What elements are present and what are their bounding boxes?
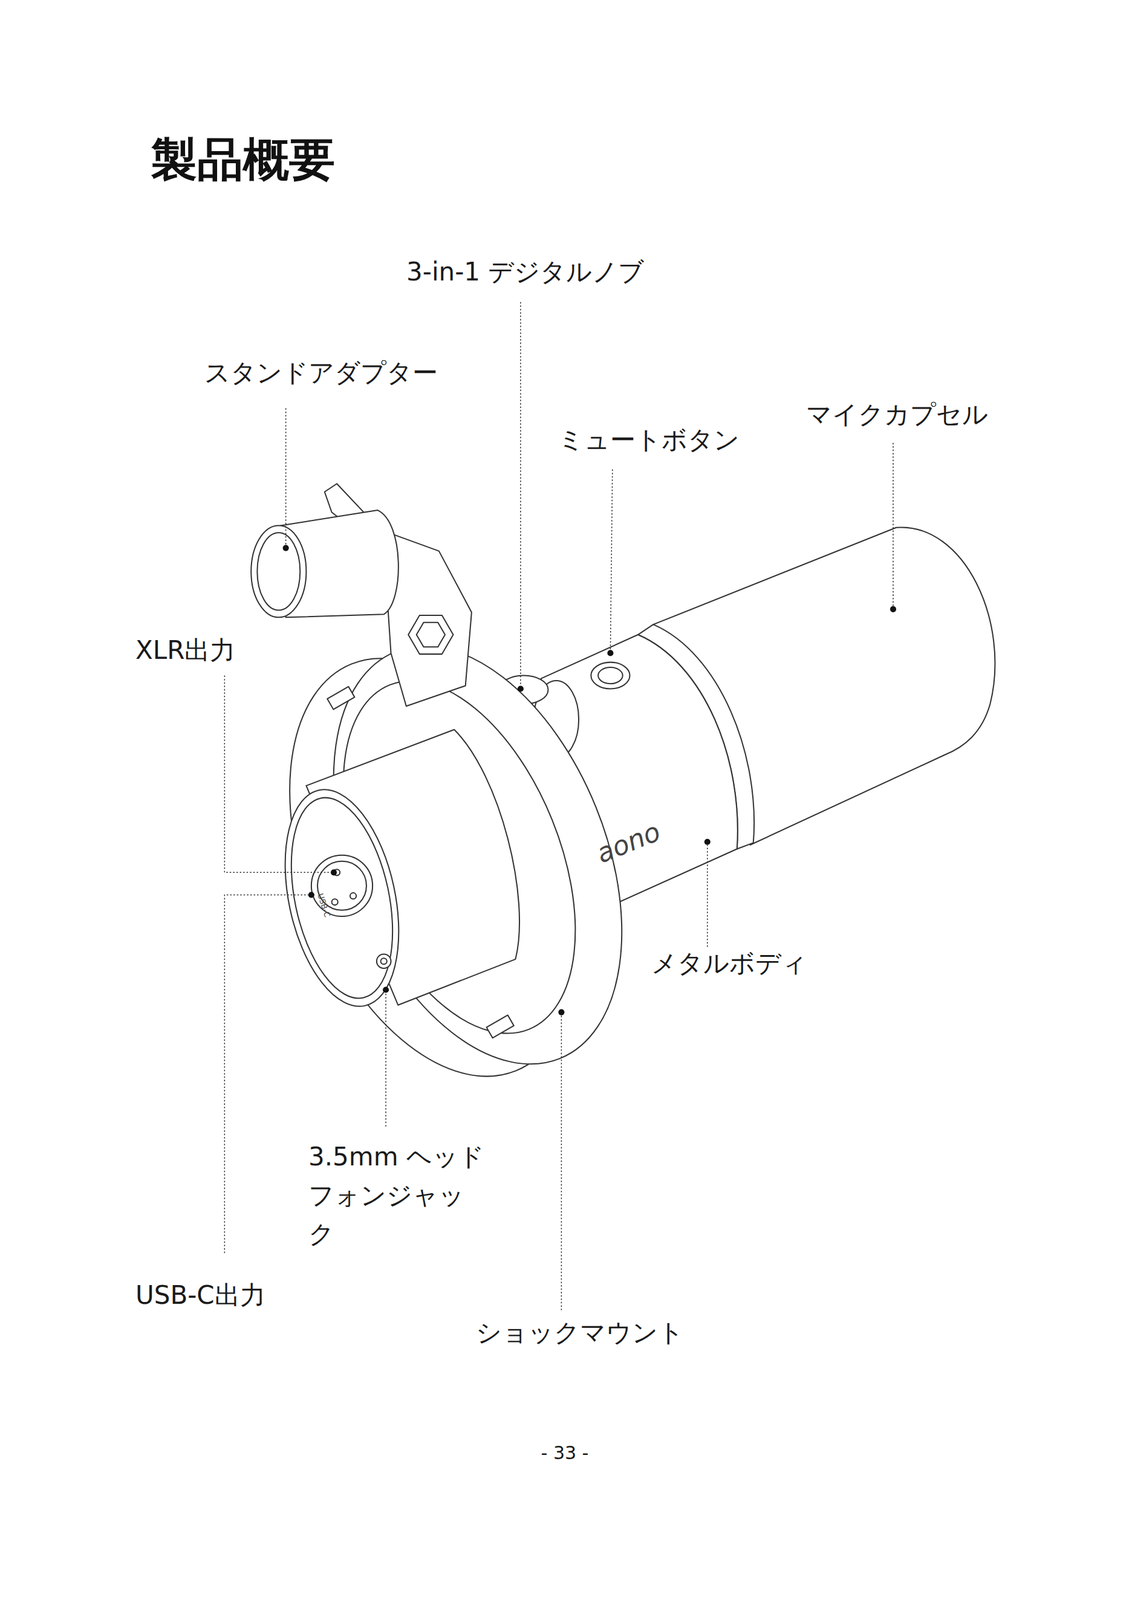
leader-line — [285, 408, 287, 545]
leader-dot — [607, 650, 614, 657]
leader-dot — [308, 891, 315, 898]
leader-dot — [382, 986, 389, 993]
part-label: スタンドアダプター — [204, 357, 438, 389]
leader-lines — [224, 302, 894, 1311]
headphone-jack — [376, 954, 392, 969]
part-label: ミュートボタン — [558, 425, 740, 456]
mute-button — [590, 662, 630, 690]
leader-line — [610, 469, 612, 651]
part-label: 3.5mm ヘッド フォンジャック — [308, 1138, 490, 1255]
shock-mount-front-rim — [276, 604, 678, 1107]
leader-line — [892, 443, 894, 607]
headphone-jack-inner — [380, 958, 388, 965]
leader-line — [520, 302, 522, 687]
part-label: XLR出力 — [135, 635, 236, 666]
hex-bolt — [408, 615, 453, 655]
page-title: 製品概要 — [151, 131, 336, 187]
leader-dots — [283, 544, 897, 1016]
xlr-pin — [350, 893, 357, 900]
mute-button-inner — [598, 667, 623, 684]
xlr-pin — [331, 899, 339, 906]
leader-line — [385, 993, 387, 1128]
leader-dot — [517, 685, 524, 692]
output-face-inner — [274, 788, 409, 1009]
output-face — [267, 779, 418, 1018]
microphone-drawing — [233, 483, 996, 1119]
part-label: ショックマウント — [475, 1318, 684, 1349]
page-number: - 33 - — [541, 1442, 589, 1465]
leader-dot — [890, 606, 897, 613]
elastic-tab — [486, 1015, 514, 1039]
leader-dot — [558, 1009, 565, 1016]
leader-dot — [283, 544, 290, 551]
adapter-tube-inner — [256, 532, 300, 611]
leader-dot — [330, 869, 337, 876]
leader-line — [224, 676, 331, 874]
elastic-tab — [327, 686, 355, 710]
leader-line — [706, 845, 709, 948]
part-label: メタルボディ — [651, 948, 808, 980]
shock-mount-hole — [296, 647, 622, 1068]
part-label: マイクカプセル — [806, 399, 989, 430]
leader-line — [561, 1015, 563, 1311]
part-label: 3-in-1 デジタルノブ — [406, 256, 645, 288]
leader-line — [224, 894, 308, 1253]
adapter-tube-face — [250, 525, 306, 618]
part-label: USB-C出力 — [135, 1280, 266, 1311]
leader-dot — [704, 839, 711, 846]
hex-bolt-inner — [416, 622, 446, 648]
